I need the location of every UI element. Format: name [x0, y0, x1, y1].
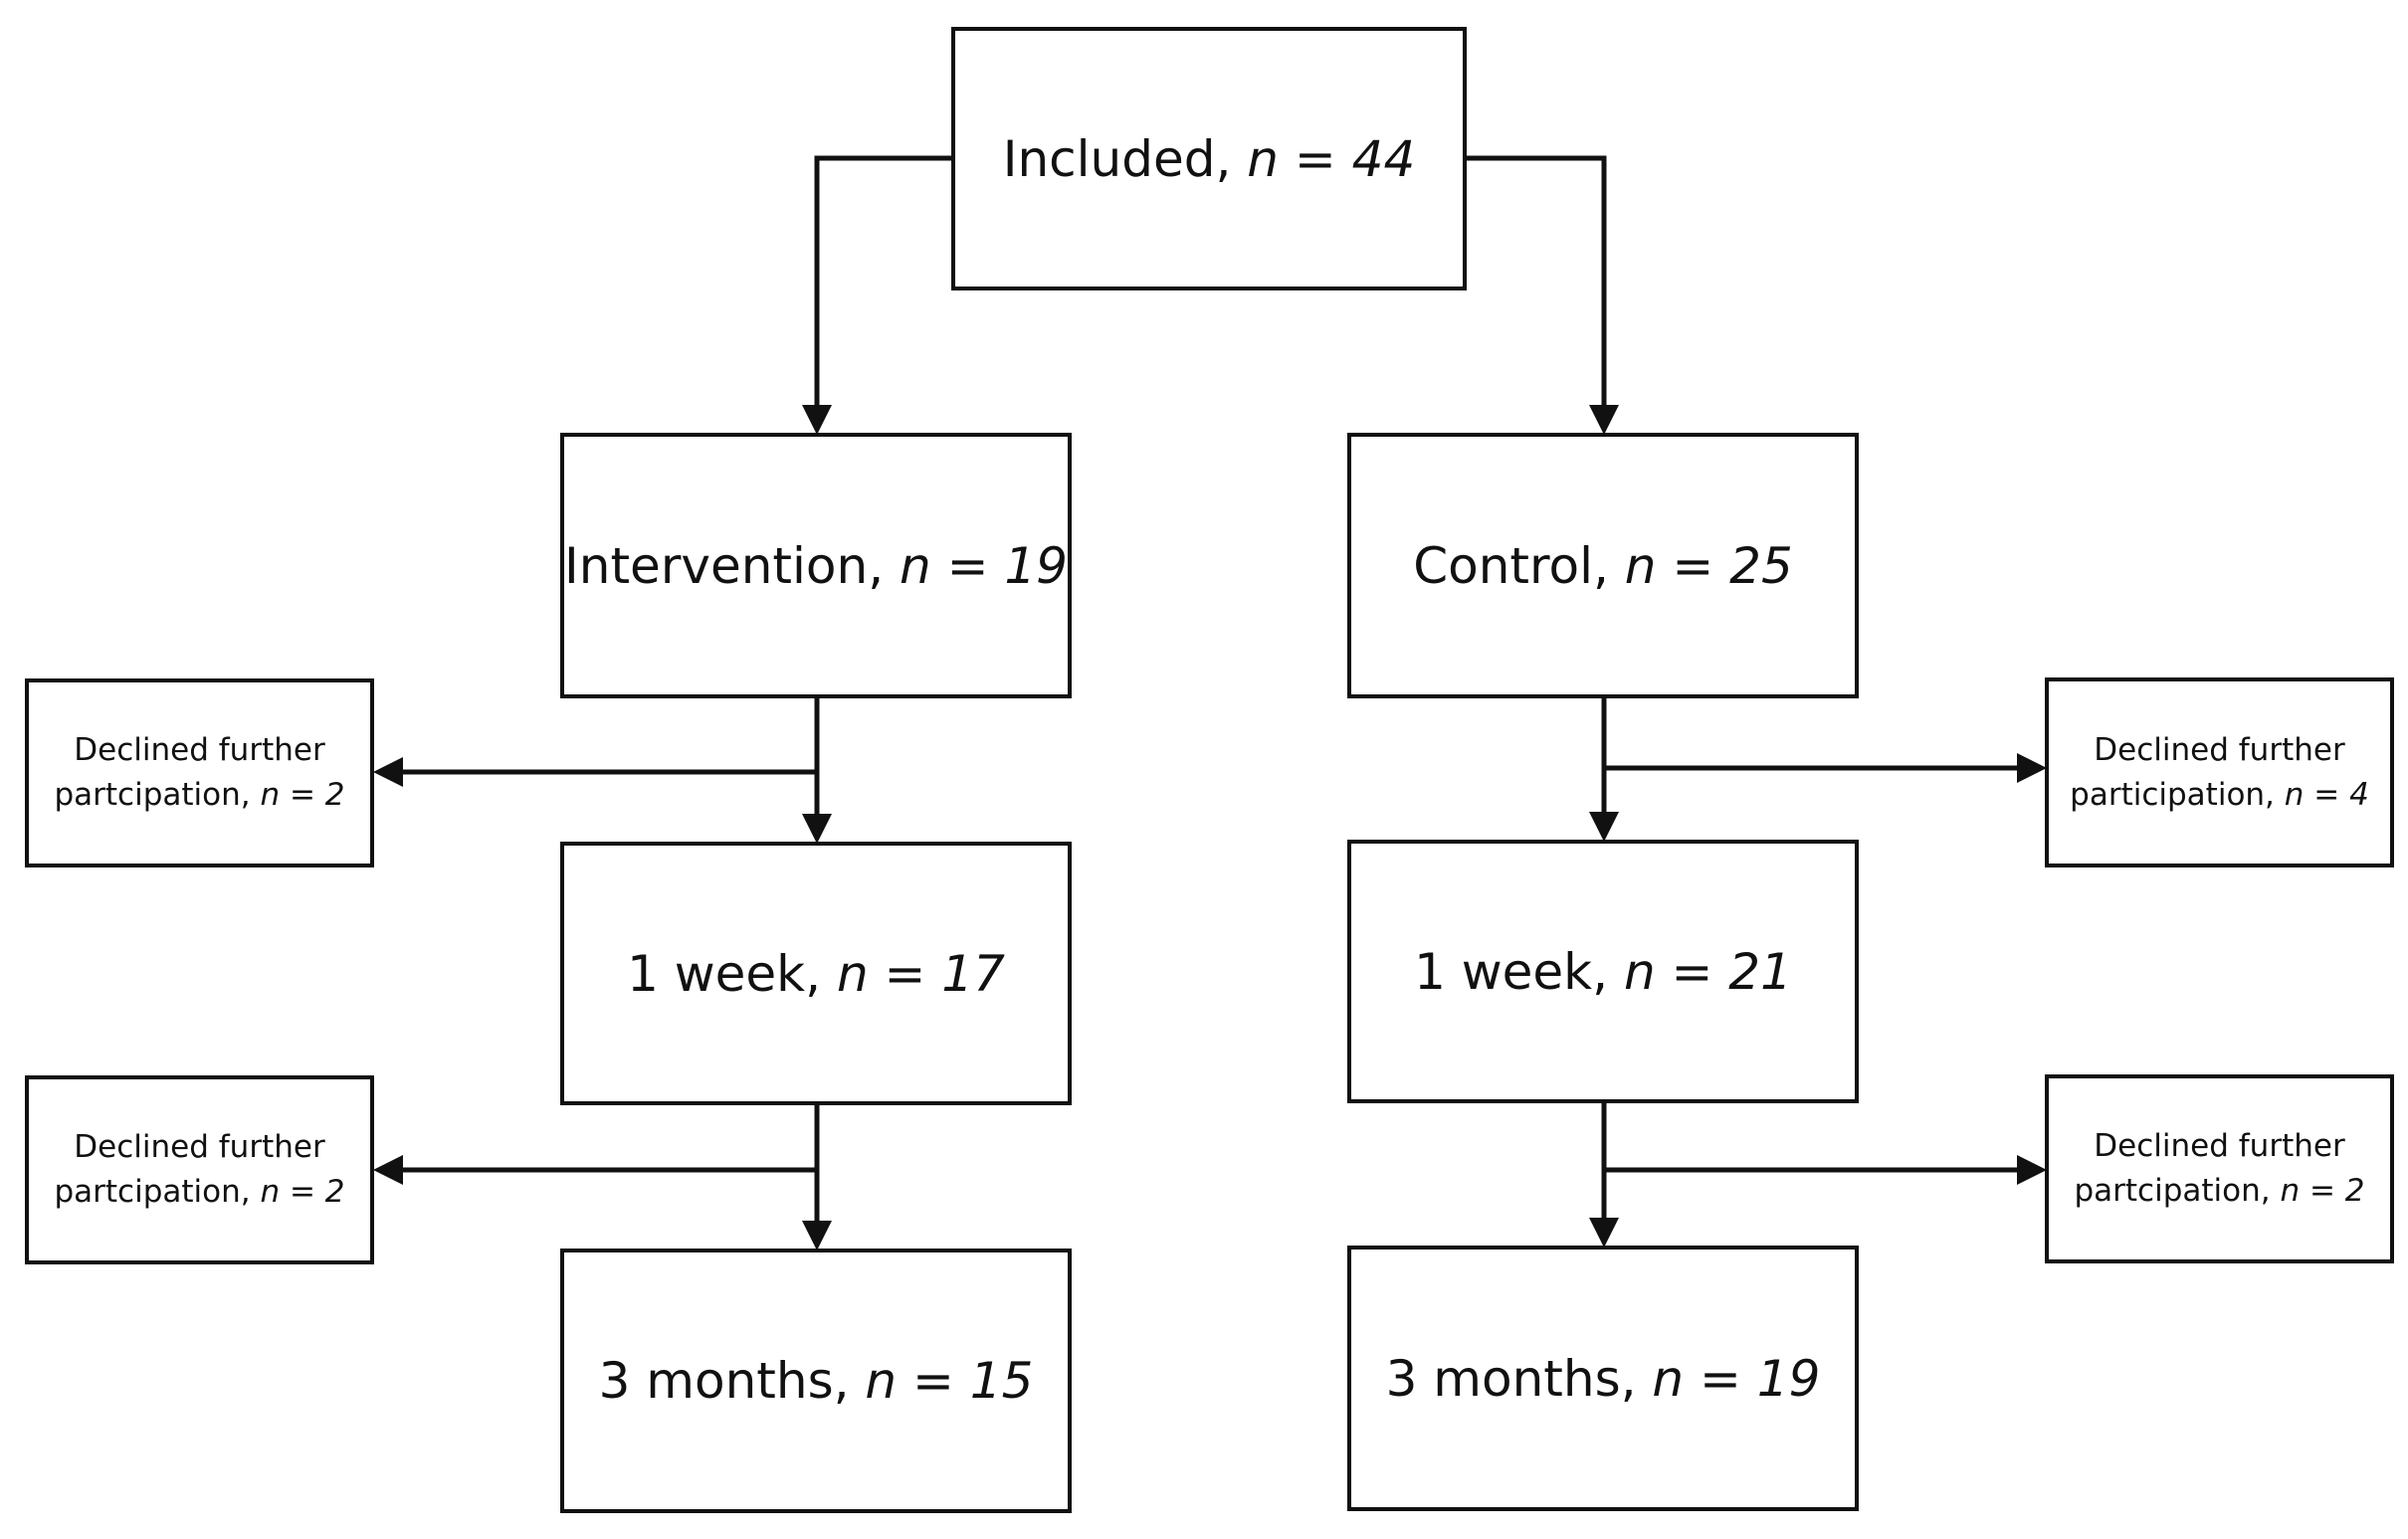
box-intervention-label: Intervention, — [564, 536, 900, 595]
declined-line1: Declined further — [2094, 1128, 2345, 1164]
box-included-n: n = 44 — [1247, 129, 1416, 188]
box-intervention-1week-label: 1 week, — [627, 944, 837, 1003]
declined-line1: Declined further — [2094, 731, 2345, 768]
box-intervention-n: n = 19 — [899, 536, 1068, 595]
declined-n: n = 2 — [2280, 1173, 2365, 1209]
box-control-declined-2: Declined further partcipation, n = 2 — [2045, 1074, 2394, 1263]
declined-line1: Declined further — [74, 732, 325, 768]
box-included: Included, n = 44 — [951, 27, 1467, 290]
declined-n: n = 2 — [260, 777, 345, 813]
arrow-included-to-control — [1467, 155, 1619, 435]
box-intervention-declined-1: Declined further partcipation, n = 2 — [25, 678, 374, 867]
box-control-3months: 3 months, n = 19 — [1347, 1246, 1859, 1511]
declined-n: n = 2 — [260, 1174, 345, 1210]
box-control-3months-label: 3 months, — [1385, 1349, 1653, 1408]
declined-line2: partcipation, — [54, 1174, 261, 1210]
box-intervention-1week: 1 week, n = 17 — [560, 842, 1072, 1105]
box-control: Control, n = 25 — [1347, 433, 1859, 698]
arrow-included-to-intervention — [802, 155, 951, 435]
box-included-label: Included, — [1002, 129, 1248, 188]
box-control-label: Control, — [1413, 536, 1625, 595]
declined-n: n = 4 — [2284, 776, 2369, 813]
box-control-1week-n: n = 21 — [1623, 942, 1792, 1001]
box-control-declined-1: Declined further participation, n = 4 — [2045, 677, 2394, 867]
box-control-1week: 1 week, n = 21 — [1347, 840, 1859, 1103]
box-intervention-3months-label: 3 months, — [598, 1352, 866, 1410]
declined-line1: Declined further — [74, 1129, 325, 1165]
declined-line2: partcipation, — [2074, 1173, 2281, 1209]
declined-line2: participation, — [2070, 776, 2285, 813]
box-intervention: Intervention, n = 19 — [560, 433, 1072, 698]
box-intervention-1week-n: n = 17 — [836, 944, 1005, 1003]
box-intervention-3months-n: n = 15 — [865, 1352, 1034, 1410]
box-intervention-3months: 3 months, n = 15 — [560, 1249, 1072, 1513]
declined-line2: partcipation, — [54, 777, 261, 813]
box-control-n: n = 25 — [1624, 536, 1793, 595]
box-control-3months-n: n = 19 — [1652, 1349, 1821, 1408]
box-intervention-declined-2: Declined further partcipation, n = 2 — [25, 1075, 374, 1264]
box-control-1week-label: 1 week, — [1414, 942, 1624, 1001]
